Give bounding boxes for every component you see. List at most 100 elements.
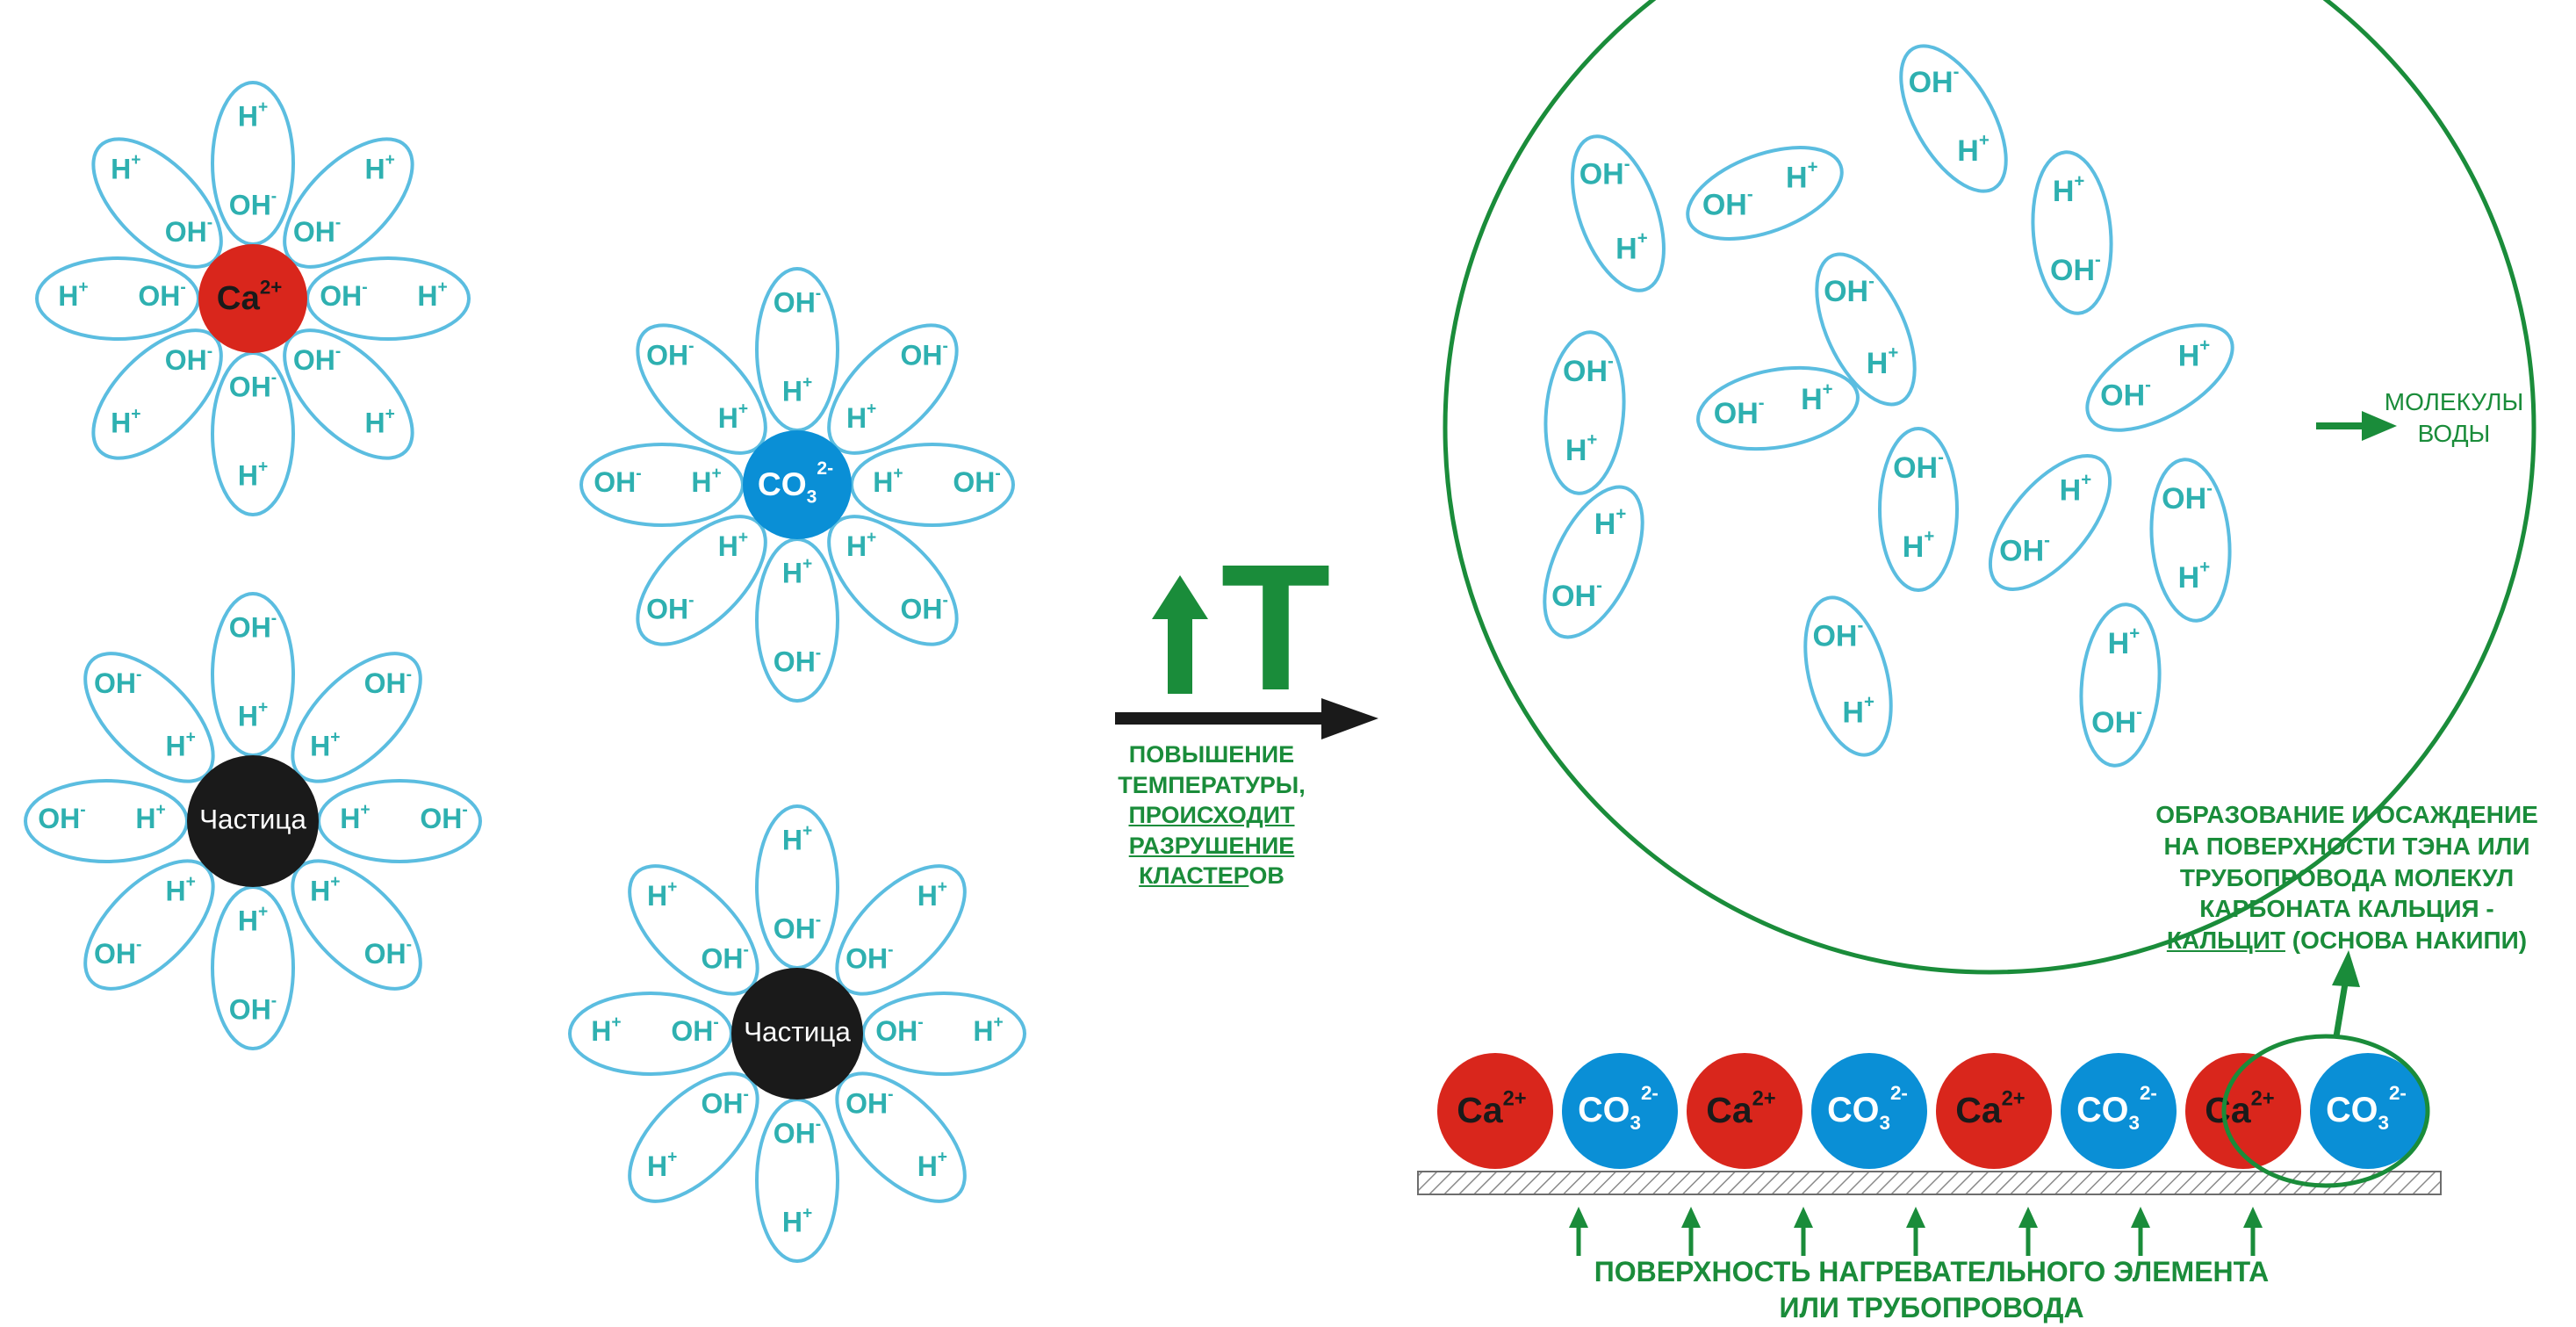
particle-cluster: OH-H+OH-H+OH-H+OH-H+OH-H+OH-H+OH-H+OH-H+…	[568, 804, 1026, 1263]
calcium-symbol: Ca2+	[2205, 1087, 2274, 1130]
calcite-caption-line4: КАРБОНАТА КАЛЬЦИЯ -	[2199, 895, 2494, 923]
hydrogen-ion-label: H+	[310, 729, 340, 763]
free-water-molecule: OH-H+	[1686, 146, 1844, 241]
calcium-ion: Ca2+	[2185, 1053, 2301, 1169]
hydrogen-ion-label: H+	[238, 98, 268, 133]
water-molecules-label: МОЛЕКУЛЫ ВОДЫ	[2375, 386, 2533, 450]
heat-arrow	[1906, 1207, 1925, 1256]
water-molecule: H+OH-	[317, 779, 482, 863]
hydrogen-ion-label: H+	[310, 873, 340, 907]
hydrogen-ion-label: H+	[782, 374, 812, 408]
calcite-caption-line5b: (ОСНОВА НАКИПИ)	[2285, 927, 2528, 955]
free-water-molecule: OH-H+	[2085, 323, 2234, 432]
free-water-molecule-outline	[1988, 454, 2112, 591]
calcium-ion: Ca2+	[1437, 1053, 1553, 1169]
hydroxide-ion-label: OH-	[94, 936, 141, 970]
hydroxide-ion-label: OH-	[293, 214, 341, 249]
hydrogen-ion-label: H+	[1867, 343, 1899, 380]
hydrogen-ion-label: H+	[1842, 693, 1874, 730]
hydrogen-ion-label: H+	[2178, 558, 2211, 595]
water-molecules-pointer	[2316, 411, 2397, 441]
hydroxide-ion-label: OH-	[320, 278, 367, 313]
hydroxide-ion-label: OH-	[1551, 576, 1602, 613]
water-molecule: OH-H+	[211, 351, 295, 516]
hydroxide-ion-label: OH-	[229, 369, 277, 403]
hydrogen-ion-label: H+	[166, 873, 196, 907]
ion-circle	[2310, 1053, 2426, 1169]
temperature-caption-line2: ТЕМПЕРАТУРЫ,	[1118, 771, 1306, 798]
hydroxide-ion-label: OH-	[1999, 531, 2050, 568]
carbonate-ion: CO32-	[2310, 1053, 2426, 1169]
calcite-highlight	[2221, 950, 2430, 1188]
hydroxide-ion-label: OH-	[1824, 272, 1874, 309]
heat-arrow-head	[1681, 1207, 1701, 1228]
water-molecule: H+OH-	[827, 323, 959, 455]
hydrogen-ion-label: H+	[1903, 527, 1935, 564]
hydroxide-ion-label: OH-	[2091, 703, 2142, 739]
water-molecule: H+OH-	[24, 779, 189, 863]
free-water-molecule-outline	[2079, 602, 2162, 768]
heat-arrow-head	[1569, 1207, 1588, 1228]
free-water-molecule: OH- H+	[1878, 427, 1959, 592]
particle-label: Частица	[744, 1015, 851, 1047]
hydrogen-ion-label: H+	[2108, 624, 2141, 661]
hydrogen-ion-label: H+	[365, 151, 395, 185]
hydrogen-ion-label: H+	[2053, 172, 2085, 209]
process-arrow-shaft	[1115, 712, 1335, 725]
hydroxide-ion-label: OH-	[38, 801, 85, 835]
temperature-symbol: T	[1220, 527, 1330, 728]
carbonate-symbol: CO32-	[2076, 1082, 2157, 1134]
hydroxide-ion-label: OH-	[953, 465, 1000, 499]
hydroxide-ion-label: OH-	[2162, 480, 2213, 516]
calcite-caption-line3: ТРУБОПРОВОДА МОЛЕКУЛ	[2179, 863, 2515, 891]
surface-caption-line1: ПОВЕРХНОСТЬ НАГРЕВАТЕЛЬНОГО ЭЛЕМЕНТА	[1594, 1256, 2270, 1287]
particle-label: Частица	[199, 803, 306, 834]
heat-arrow-head	[2018, 1207, 2038, 1228]
hydroxide-ion-label: OH-	[646, 337, 694, 371]
water-molecule: OH-H+	[211, 81, 295, 246]
particle: Частица	[187, 755, 319, 887]
heating-surface-plate	[1417, 1171, 2442, 1195]
calcium-symbol: Ca2+	[1706, 1087, 1775, 1130]
carbonate-ion: CO32-	[2061, 1053, 2177, 1169]
calcite-highlight-ellipse	[2221, 1034, 2430, 1188]
water-molecule: H+OH-	[211, 592, 295, 757]
ion-circle	[731, 968, 863, 1100]
scale-deposit-row: Ca2+CO32-Ca2+CO32-Ca2+CO32-Ca2+CO32-	[1437, 1053, 2426, 1169]
free-water-molecule: OH-H+	[1571, 134, 1666, 292]
water-molecule: H+OH-	[579, 443, 745, 527]
water-molecules-label-line1: МОЛЕКУЛЫ	[2384, 388, 2524, 415]
hydrogen-ion-label: H+	[718, 529, 748, 563]
hydrogen-ion-label: H+	[111, 151, 140, 185]
water-molecule: H+OH-	[850, 443, 1015, 527]
heat-arrow-head	[2131, 1207, 2150, 1228]
free-water-molecule-outline	[1899, 44, 2008, 193]
process-arrow-head	[1321, 698, 1378, 739]
hydroxide-ion-label: OH-	[900, 592, 947, 626]
calcite-caption-line2: НА ПОВЕРХНОСТИ ТЭНА ИЛИ	[2163, 832, 2530, 860]
hydroxide-ion-label: OH-	[1893, 448, 1944, 485]
hydrogen-ion-label: H+	[238, 903, 268, 937]
hydrogen-ion-label: H+	[1565, 430, 1598, 467]
calcium-ion: Ca2+	[1936, 1053, 2052, 1169]
hydroxide-ion-label: OH-	[229, 609, 277, 644]
hydroxide-ion-label: OH-	[774, 1115, 821, 1150]
carbonate-ion: CO32-	[1811, 1053, 1927, 1169]
hydrogen-ion-label: H+	[782, 822, 812, 856]
heat-arrow	[1569, 1207, 1588, 1256]
hydrogen-ion-label: H+	[973, 1013, 1003, 1048]
hydroxide-ion-label: OH-	[364, 936, 412, 970]
water-molecule: H+OH-	[755, 537, 839, 703]
hydroxide-ion-label: OH-	[701, 941, 748, 976]
heat-arrow-head	[2243, 1207, 2263, 1228]
carbonate-symbol: CO32-	[2326, 1082, 2407, 1134]
heat-arrow	[2018, 1207, 2038, 1256]
hydrogen-ion-label: H+	[58, 278, 88, 313]
water-molecule: H+OH-	[827, 515, 959, 646]
water-molecules-label-line2: ВОДЫ	[2417, 419, 2491, 447]
hydroxide-ion-label: OH-	[138, 278, 185, 313]
free-water-molecule-outline	[2149, 458, 2232, 623]
ion-circle	[2061, 1053, 2177, 1169]
carbonate-symbol: CO32-	[1827, 1082, 1908, 1134]
